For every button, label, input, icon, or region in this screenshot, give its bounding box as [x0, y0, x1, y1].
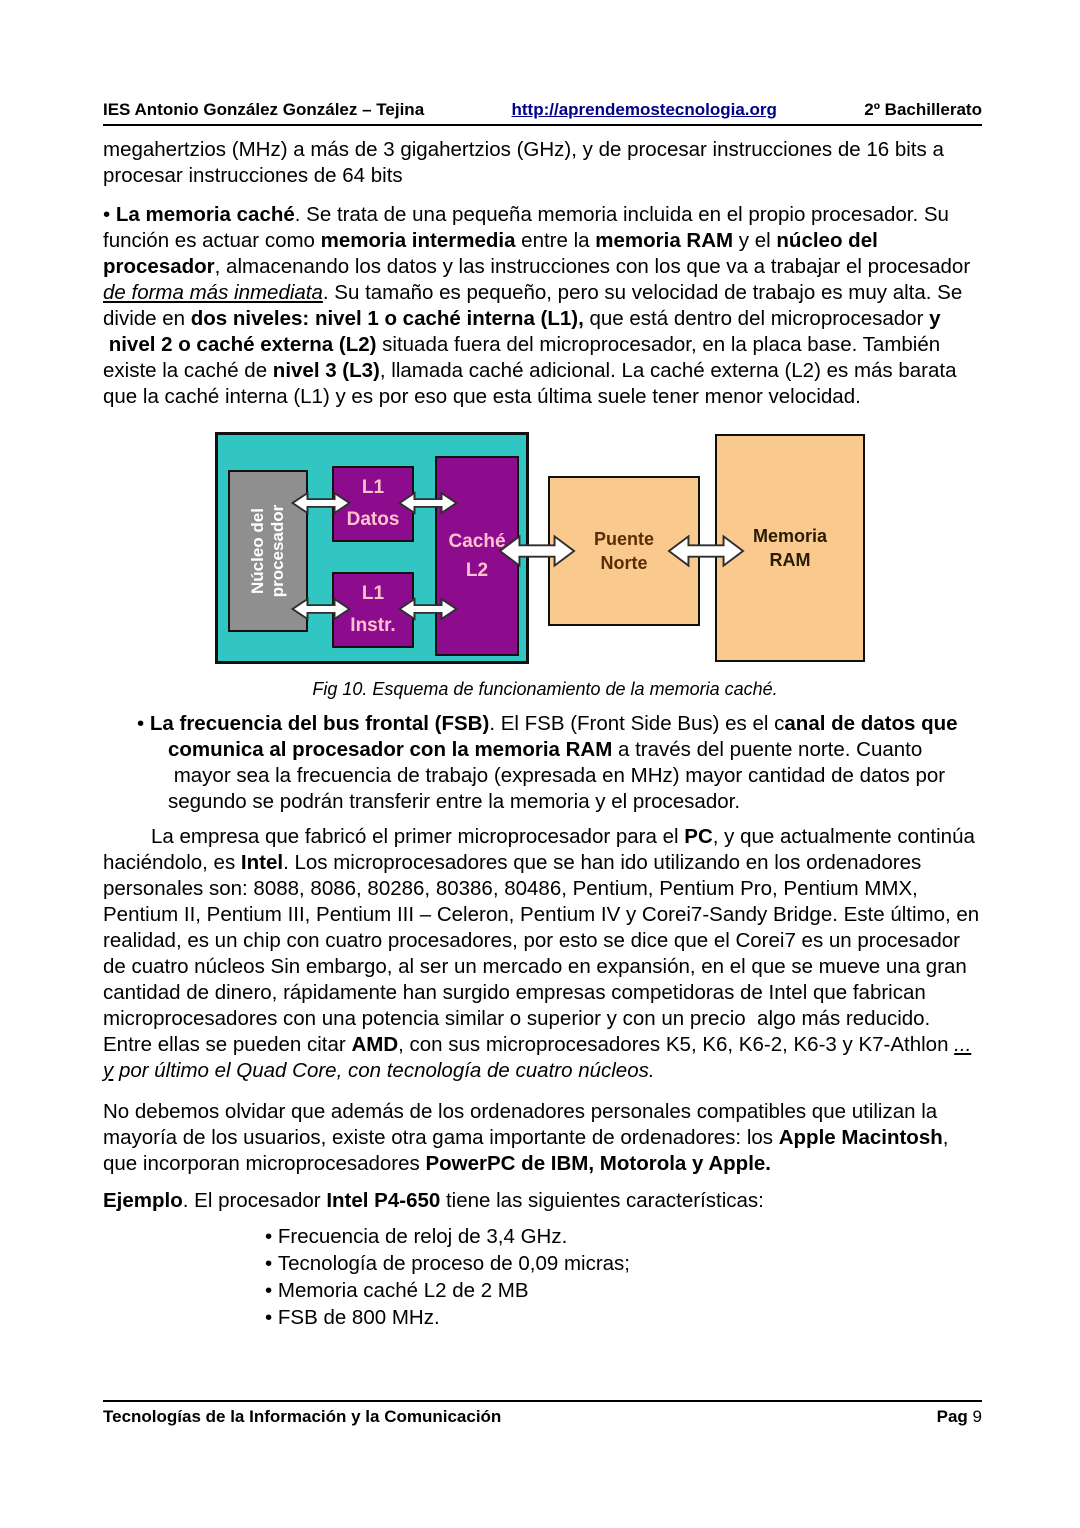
double-arrow-icon — [291, 597, 351, 621]
list-item: Tecnología de proceso de 0,09 micras; — [265, 1250, 982, 1277]
header-rule — [103, 124, 982, 126]
list-item: FSB de 800 MHz. — [265, 1304, 982, 1331]
page-footer: Tecnologías de la Información y la Comun… — [103, 1396, 982, 1427]
paragraph-memoria-cache: • La memoria caché. Se trata de una pequ… — [103, 203, 971, 408]
list-item: Memoria caché L2 de 2 MB — [265, 1277, 982, 1304]
header-url-link[interactable]: http://aprendemostecnologia.org — [511, 100, 777, 119]
page-header: IES Antonio González González – Tejina h… — [103, 100, 982, 120]
paragraph-intel-history: La empresa que fabricó el primer micropr… — [103, 825, 980, 1082]
header-course-level: 2º Bachillerato — [864, 100, 982, 119]
document-page: IES Antonio González González – Tejina h… — [103, 0, 982, 1331]
footer-rule — [103, 1400, 982, 1402]
l2-cache-box: Caché L2 — [435, 456, 519, 656]
double-arrow-icon — [667, 534, 745, 568]
header-school-name: IES Antonio González González – Tejina — [103, 100, 425, 119]
footer-page-number: Pag 9 — [936, 1407, 982, 1426]
example-characteristics-list: Frecuencia de reloj de 3,4 GHz. Tecnolog… — [103, 1223, 982, 1331]
paragraph-ejemplo: Ejemplo. El procesador Intel P4-650 tien… — [103, 1189, 764, 1212]
paragraph-apple-macintosh: No debemos olvidar que además de los ord… — [103, 1100, 949, 1175]
processor-core-label: Núcleo del procesador — [248, 504, 287, 598]
double-arrow-icon — [398, 597, 458, 621]
figure-caption: Fig 10. Esquema de funcionamiento de la … — [312, 679, 778, 699]
double-arrow-icon — [498, 534, 576, 568]
footer-document-title: Tecnologías de la Información y la Comun… — [103, 1407, 502, 1426]
figure-cache-diagram: Núcleo del procesador L1 Datos L1 Instr.… — [103, 432, 982, 700]
processor-core-box: Núcleo del procesador — [228, 470, 308, 632]
double-arrow-icon — [291, 491, 351, 515]
list-item: Frecuencia de reloj de 3,4 GHz. — [265, 1223, 982, 1250]
paragraph-fsb: • La frecuencia del bus frontal (FSB). E… — [137, 712, 958, 813]
paragraph-intro: megahertzios (MHz) a más de 3 gigahertzi… — [103, 138, 944, 187]
double-arrow-icon — [398, 491, 458, 515]
cache-diagram: Núcleo del procesador L1 Datos L1 Instr.… — [215, 432, 875, 672]
